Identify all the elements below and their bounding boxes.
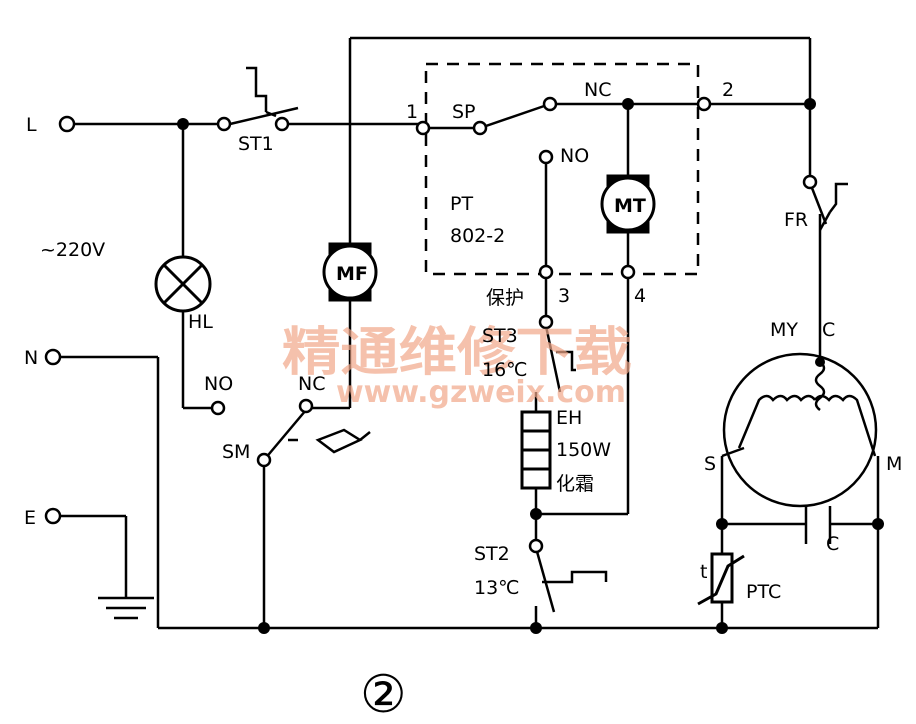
terminal-N <box>44 348 62 366</box>
label-terminal-4: 4 <box>634 285 646 307</box>
timer-box <box>424 62 700 276</box>
label-FR: FR <box>784 209 808 231</box>
label-terminal-1: 1 <box>406 101 418 123</box>
label-HL-NO: NO <box>204 373 233 395</box>
terminal-E <box>44 507 62 525</box>
label-MF: MF <box>336 263 368 285</box>
wires <box>60 36 880 630</box>
label-L: L <box>26 114 37 136</box>
label-terminal-2: 2 <box>722 79 734 101</box>
label-PT-model: 802-2 <box>450 225 505 247</box>
sm-cam-icon <box>288 428 371 454</box>
watermark-url: www.gzweix.com <box>336 375 626 410</box>
label-ptc-t: t <box>700 561 707 583</box>
label-PTC: PTC <box>746 581 781 603</box>
timer-motor-icon <box>600 174 656 234</box>
junctions <box>177 98 884 634</box>
label-voltage: ~220V <box>40 239 105 261</box>
label-MY: MY <box>770 319 798 341</box>
label-protect: 保护 <box>486 287 524 309</box>
label-timer-NO: NO <box>560 145 589 167</box>
label-HL: HL <box>188 311 213 333</box>
label-capacitor: C <box>826 533 839 555</box>
label-MY-M: M <box>886 453 902 475</box>
label-ST3: ST3 <box>482 325 518 347</box>
label-ST2: ST2 <box>474 543 510 565</box>
compressor-motor-icon <box>721 352 878 508</box>
terminal-L <box>58 115 76 133</box>
label-PT: PT <box>450 193 473 215</box>
heater-icon <box>520 410 552 490</box>
label-SP: SP <box>452 101 476 123</box>
label-EH-power: 150W <box>556 439 611 461</box>
fan-motor-icon <box>322 242 378 302</box>
figure-number: ② <box>360 665 407 724</box>
label-MY-S: S <box>704 453 716 475</box>
label-terminal-3: 3 <box>558 285 570 307</box>
watermark-cn: 精通维修下载 <box>282 323 632 383</box>
label-ST2-temp: 13℃ <box>474 577 520 599</box>
ptc-icon <box>697 552 745 606</box>
label-N: N <box>24 347 38 369</box>
st1-bimetal-icon <box>246 66 277 118</box>
label-ST1: ST1 <box>238 133 274 155</box>
label-E: E <box>24 507 36 529</box>
terminals <box>44 96 818 554</box>
label-ST3-temp: 16℃ <box>482 359 528 381</box>
lamp-icon <box>154 255 212 313</box>
label-MT: MT <box>614 195 646 217</box>
label-SM-NC: NC <box>298 373 325 395</box>
label-MY-C: C <box>822 319 835 341</box>
label-timer-NC: NC <box>584 79 611 101</box>
label-EH: EH <box>556 407 582 429</box>
label-SM: SM <box>222 441 250 463</box>
label-EH-func: 化霜 <box>556 473 594 495</box>
